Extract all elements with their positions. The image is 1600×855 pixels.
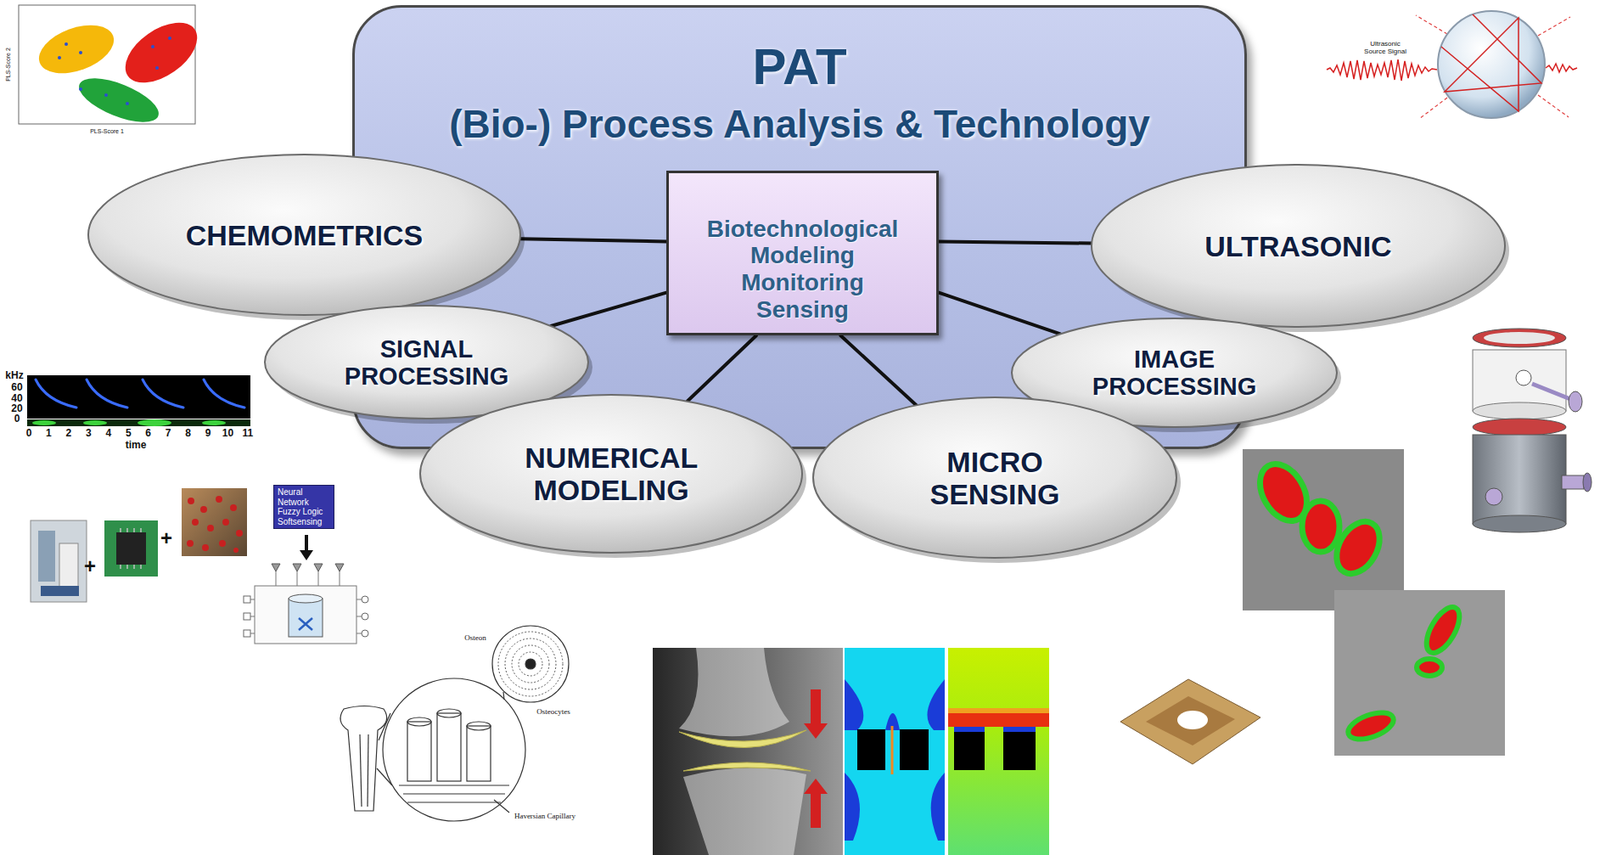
- topic-text: MICRO SENSING: [929, 444, 1060, 510]
- knee-figure: [652, 647, 843, 855]
- tick-label: 7: [165, 427, 172, 439]
- topic-text: SIGNAL PROCESSING: [344, 334, 509, 390]
- topic-ellipse: NUMERICAL MODELING: [418, 392, 804, 555]
- figure-label: Osteon: [464, 634, 487, 643]
- pls-score-plot: [18, 5, 208, 131]
- axis-title: PLS-Score 1: [89, 128, 124, 135]
- spectrogram: [27, 375, 251, 427]
- center-box: Biotechnological Modeling Monitoring Sen…: [666, 170, 939, 337]
- tick-label: 0: [14, 413, 21, 425]
- signal-label: Ultrasonic Source Signal: [1360, 40, 1410, 57]
- subtitle-text: (Bio-) Process Analysis & Technology: [354, 101, 1245, 147]
- topic-ellipse: MICRO SENSING: [811, 395, 1179, 560]
- tick-label: 0: [26, 427, 33, 439]
- title-text: PAT: [354, 39, 1245, 94]
- tick-label: 2: [66, 427, 73, 439]
- topic-text: IMAGE PROCESSING: [1092, 345, 1257, 401]
- plus-sign: +: [160, 527, 173, 550]
- tick-label: 10: [222, 427, 234, 439]
- tick-label: 11: [242, 427, 254, 439]
- flow-simulation: [844, 647, 1050, 855]
- microscopy-images: [1242, 449, 1505, 756]
- figure-label: Osteocytes: [536, 707, 571, 717]
- tick-label: 3: [85, 427, 92, 439]
- box-text: Biotechnological Modeling Monitoring Sen…: [707, 215, 899, 324]
- softsensing-box: Neural Network Fuzzy Logic Softsensing: [273, 484, 335, 529]
- tick-label: 1: [45, 427, 52, 439]
- tick-label: 6: [145, 427, 152, 439]
- softsensor-figure: [30, 488, 369, 644]
- axis-title: PLS-Score 2: [5, 47, 12, 82]
- topic-text: NUMERICAL MODELING: [524, 441, 697, 506]
- tick-label: 4: [105, 427, 112, 439]
- topic-ellipse: CHEMOMETRICS: [86, 152, 523, 317]
- bone-figure: [340, 625, 569, 821]
- plus-sign: +: [84, 555, 96, 578]
- box-text: Neural Network Fuzzy Logic Softsensing: [277, 487, 331, 527]
- micro-sensor-chip: [1120, 679, 1261, 764]
- tick-label: 60: [11, 381, 23, 393]
- tick-label: 9: [205, 427, 212, 439]
- topic-text: ULTRASONIC: [1204, 229, 1392, 262]
- tick-label: 5: [125, 427, 132, 439]
- axis-unit: kHz: [5, 370, 23, 382]
- axis-title: time: [125, 439, 147, 451]
- topic-ellipse: ULTRASONIC: [1089, 162, 1507, 329]
- ultrasonic-figure: [1326, 11, 1578, 119]
- tick-label: 8: [185, 427, 191, 439]
- figure-label: Haversian Capillary: [514, 812, 576, 821]
- bioreactor-parts: [1472, 328, 1592, 533]
- topic-text: CHEMOMETRICS: [185, 218, 424, 251]
